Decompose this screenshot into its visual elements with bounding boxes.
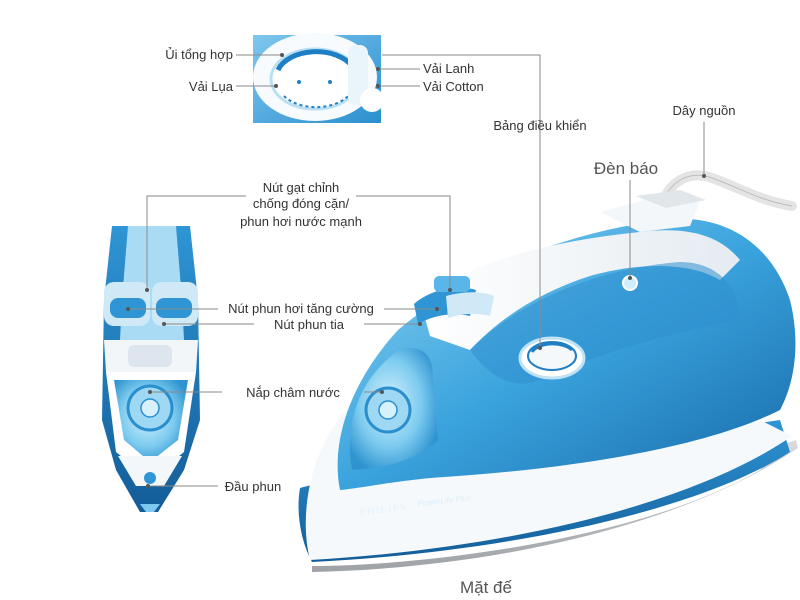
label-den-bao: Đèn báo bbox=[594, 159, 658, 178]
label-nut-gat-line1: Nút gạt chỉnh bbox=[263, 180, 340, 195]
label-mat-de: Mặt đế bbox=[460, 578, 513, 597]
label-day-nguon: Dây nguồn bbox=[673, 103, 736, 118]
label-ui-tong-hop: Ủi tổng hợp bbox=[165, 47, 233, 62]
dial-closeup bbox=[253, 33, 384, 123]
label-nut-gat-line2: chống đóng cặn/ bbox=[253, 196, 350, 211]
label-dau-phun: Đầu phun bbox=[225, 479, 281, 494]
leader-dots bbox=[126, 53, 706, 488]
label-vai-lua: Vải Lụa bbox=[189, 79, 234, 94]
label-nut-gat-line3: phun hơi nước mạnh bbox=[240, 214, 362, 229]
brand-text: PHILIPS bbox=[359, 502, 407, 518]
label-nap-cham-nuoc: Nắp châm nước bbox=[246, 385, 340, 400]
label-nut-phun-hoi: Nút phun hơi tăng cường bbox=[228, 301, 374, 316]
labels: Ủi tổng hợp Vải Lụa Vải Lanh Vải Cotton … bbox=[165, 47, 735, 597]
label-vai-cotton: Vải Cotton bbox=[423, 79, 484, 94]
label-vai-lanh: Vải Lanh bbox=[423, 61, 474, 76]
iron-side-view: PHILIPS PowerLife Plus bbox=[298, 170, 798, 572]
label-bang-dieu-khien: Bảng điều khiển bbox=[493, 118, 586, 133]
leader-lines bbox=[128, 54, 705, 487]
iron-top-view bbox=[102, 226, 200, 512]
label-nut-phun-tia: Nút phun tia bbox=[274, 317, 345, 332]
